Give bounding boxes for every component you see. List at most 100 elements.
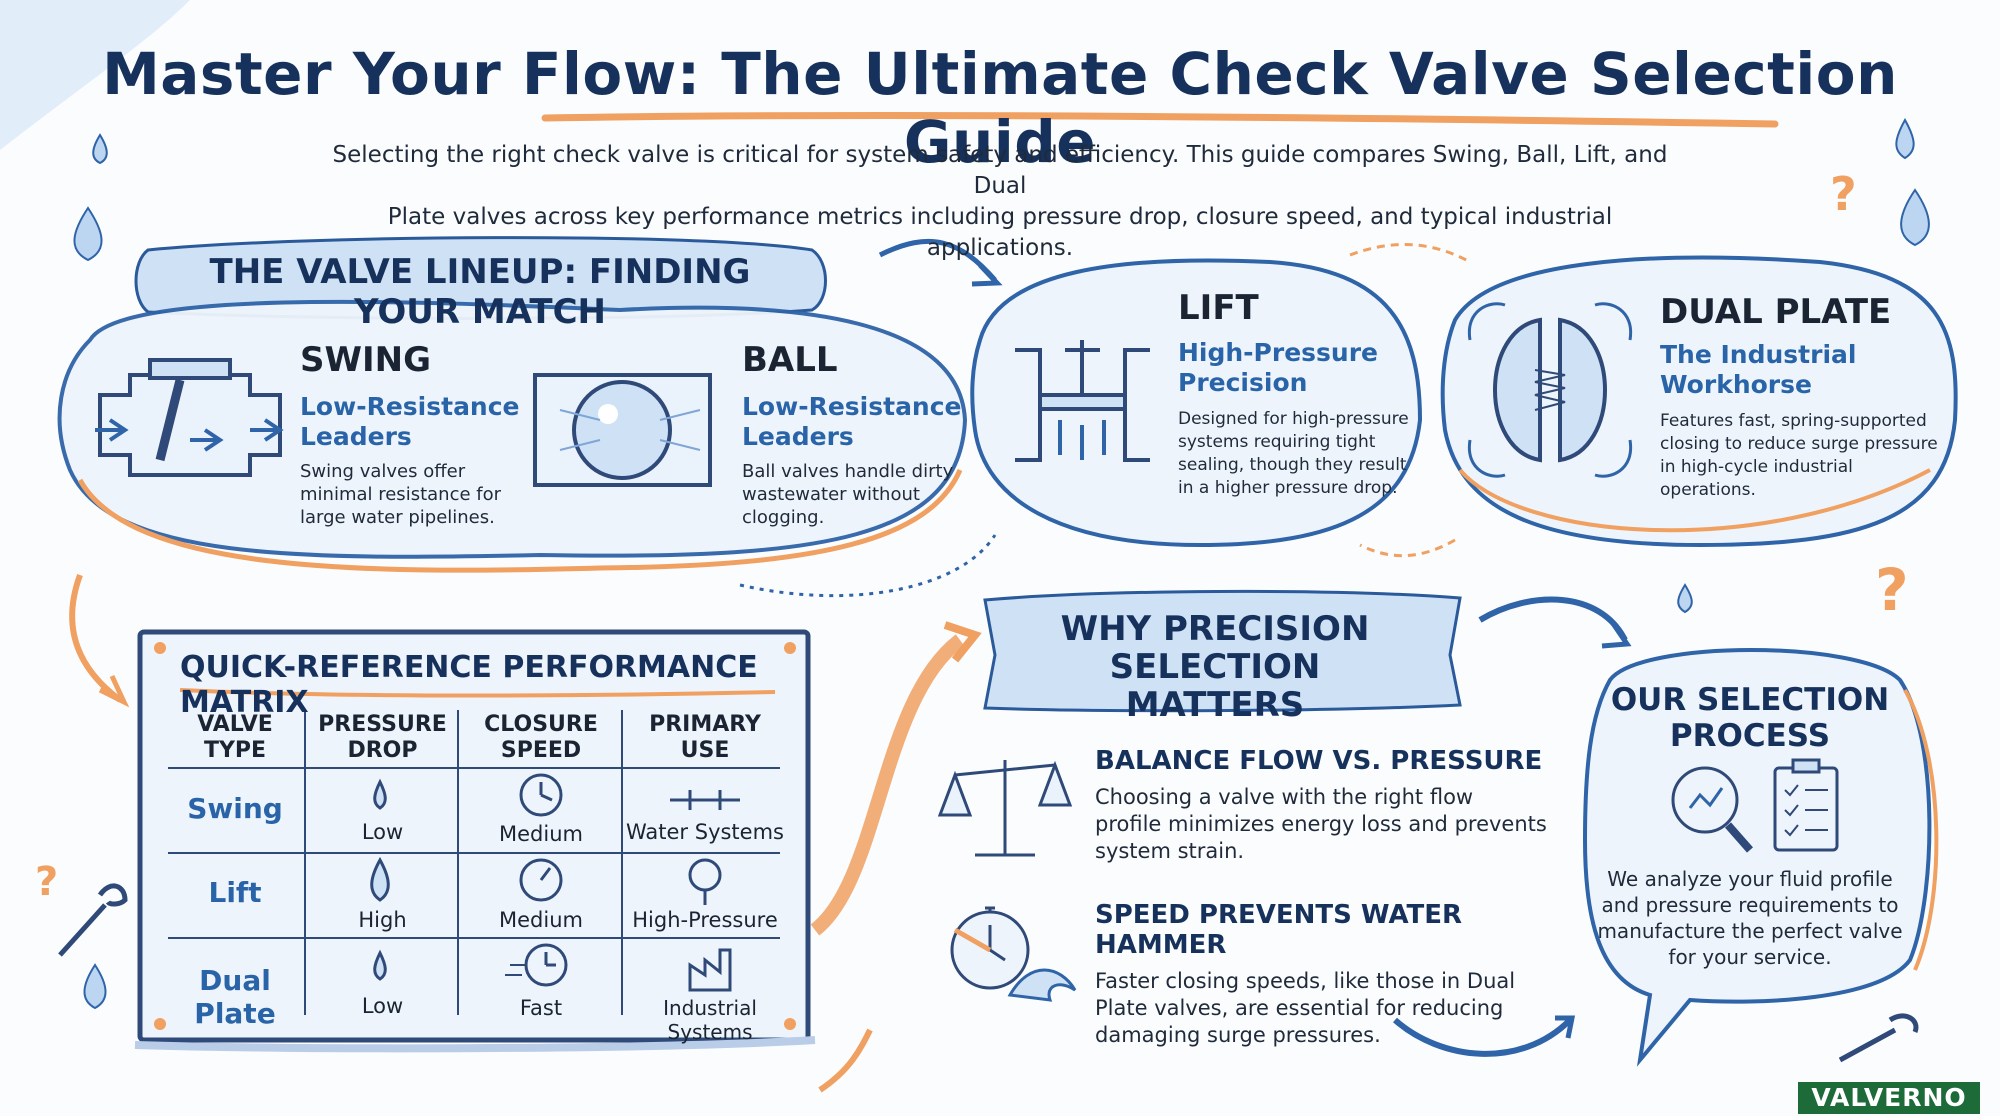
water-drops — [73, 117, 1930, 1010]
matrix-title: QUICK-REFERENCE PERFORMANCE MATRIX — [180, 650, 758, 720]
valve-card-dual-plate: DUAL PLATE The Industrial Workhorse Feat… — [1660, 292, 1940, 502]
why-point-balance: BALANCE FLOW VS. PRESSURE Choosing a val… — [1095, 746, 1555, 865]
corner-watercolor — [0, 0, 190, 150]
header-line-2: TYPE — [203, 738, 267, 763]
valve-card-ball: BALL Low-Resistance Leaders Ball valves … — [742, 340, 962, 529]
title-underline — [541, 112, 1779, 128]
header-line-1: PRESSURE — [318, 712, 447, 737]
matrix-header-primary-use: PRIMARY USE — [625, 712, 785, 764]
swing-valve-icon — [95, 358, 284, 477]
valve-desc-2: minimal resistance for — [300, 484, 502, 505]
header-line-2: USE — [680, 738, 730, 763]
matrix-row-name: Lift — [208, 876, 262, 909]
process-icons — [1671, 758, 1839, 853]
arrow-dashed-dual-lift — [1359, 538, 1456, 558]
matrix-header-pressure-drop: PRESSURE DROP — [310, 712, 455, 764]
valve-tag-2: Leaders — [300, 422, 412, 451]
intro-line-1: Selecting the right check valve is criti… — [332, 142, 1668, 199]
valve-tag-2: Leaders — [742, 422, 854, 451]
matrix-header-valve-type: VALVE TYPE — [170, 712, 300, 764]
lineup-title: THE VALVE LINEUP: FINDING YOUR MATCH — [209, 252, 751, 332]
lift-cloud — [970, 258, 1423, 548]
matrix-header-closure-speed: CLOSURE SPEED — [462, 712, 620, 764]
process-text-line-4: for your service. — [1668, 945, 1832, 969]
valve-card-lift: LIFT High-Pressure Precision Designed fo… — [1178, 288, 1413, 500]
valve-tag-2: Precision — [1178, 368, 1308, 397]
valve-desc-3: large water pipelines. — [300, 507, 495, 528]
valve-tag-1: High-Pressure — [1178, 338, 1379, 367]
valve-desc-2: systems requiring tight — [1178, 432, 1376, 452]
matrix-cell-drop: Low — [361, 820, 404, 844]
why-point-speed: SPEED PREVENTS WATER HAMMER Faster closi… — [1095, 900, 1555, 1049]
valve-name: SWING — [300, 340, 432, 380]
arrow-down-to-matrix — [69, 573, 122, 703]
header-line-2: SPEED — [500, 738, 582, 763]
valve-desc-3: in high-cycle industrial — [1660, 457, 1853, 477]
why-icons — [937, 760, 1077, 1002]
valve-desc-2: wastewater without — [742, 484, 920, 505]
process-text-line-3: manufacture the perfect valve — [1597, 919, 1903, 943]
wrench-icon — [58, 883, 128, 957]
matrix-cell-speed: Medium — [499, 822, 583, 846]
arrow-dashed-ball-lift — [739, 534, 997, 598]
question-mark-icon: ? — [1830, 167, 1857, 221]
valve-name: DUAL PLATE — [1660, 292, 1892, 332]
matrix-cell-drop: High — [358, 908, 407, 932]
ball-valve-icon — [533, 373, 712, 487]
process-bubble — [1582, 648, 1932, 1067]
dual-plate-valve-icon — [1467, 302, 1633, 478]
page-title: Master Your Flow: The Ultimate Check Val… — [102, 40, 1898, 176]
valve-name: BALL — [742, 340, 838, 380]
process-title: OUR SELECTION PROCESS — [1600, 682, 1900, 754]
svg-text:?: ? — [35, 859, 58, 905]
matrix-cell-use: Water Systems — [625, 820, 784, 844]
arrow-matrix-to-why — [810, 634, 965, 936]
intro-text: Selecting the right check valve is criti… — [330, 140, 1670, 264]
brand-logo: VALVERNO — [1798, 1082, 1980, 1114]
valve-tag-1: Low-Resistance — [300, 392, 520, 421]
valve-desc-3: clogging. — [742, 507, 825, 528]
matrix-cell-speed: Medium — [499, 908, 583, 932]
valve-desc-3: sealing, though they result — [1178, 455, 1407, 475]
wrench-icon-2 — [1838, 1013, 1919, 1063]
lineup-cloud-orange — [77, 469, 963, 573]
valve-tag-1: The Industrial — [1660, 340, 1857, 369]
valve-desc-1: Ball valves handle dirty — [742, 461, 954, 482]
matrix-icons — [370, 773, 740, 992]
valve-desc-1: Swing valves offer — [300, 461, 466, 482]
valve-desc-1: Features fast, spring-supported — [1660, 411, 1927, 431]
point-heading: SPEED PREVENTS WATER HAMMER — [1095, 900, 1463, 960]
process-title-line-2: PROCESS — [1669, 718, 1831, 754]
point-text-3: system strain. — [1095, 839, 1245, 863]
why-title-line-1: WHY PRECISION SELECTION — [1060, 609, 1370, 687]
matrix-row-name: Swing — [187, 792, 283, 825]
valve-tag-1: Low-Resistance — [742, 392, 962, 421]
lift-valve-icon — [1015, 340, 1150, 462]
valve-desc-2: closing to reduce surge pressure — [1660, 434, 1938, 454]
point-text-3: damaging surge pressures. — [1095, 1023, 1381, 1047]
header-line-1: PRIMARY — [649, 712, 761, 737]
valve-name: LIFT — [1178, 288, 1259, 328]
why-title: WHY PRECISION SELECTION MATTERS — [985, 610, 1445, 724]
arrow-dashed-lift-dual — [1349, 243, 1471, 264]
process-text-line-1: We analyze your fluid profile — [1607, 867, 1893, 891]
valve-desc-4: in a higher pressure drop. — [1178, 478, 1398, 498]
header-line-1: VALVE — [197, 712, 273, 737]
matrix-cell-speed: Fast — [519, 996, 563, 1020]
header-line-2: DROP — [347, 738, 418, 763]
why-title-line-2: MATTERS — [1125, 685, 1305, 725]
valve-desc-4: operations. — [1660, 480, 1756, 500]
valve-tag-2: Workhorse — [1660, 370, 1812, 399]
process-text-line-2: and pressure requirements to — [1601, 893, 1899, 917]
svg-text:?: ? — [1875, 556, 1909, 624]
process-title-line-1: OUR SELECTION — [1610, 682, 1890, 718]
valve-desc-1: Designed for high-pressure — [1178, 409, 1409, 429]
why-banner-shape — [983, 589, 1462, 713]
matrix-cell-use: Industrial Systems — [663, 996, 757, 1044]
point-text-2: Plate valves, are essential for reducing — [1095, 996, 1504, 1020]
matrix-cell-drop: Low — [361, 994, 404, 1018]
process-text: We analyze your fluid profile and pressu… — [1592, 866, 1908, 970]
matrix-row-name: Dual Plate — [194, 964, 276, 1030]
point-text-2: profile minimizes energy loss and preven… — [1095, 812, 1547, 836]
